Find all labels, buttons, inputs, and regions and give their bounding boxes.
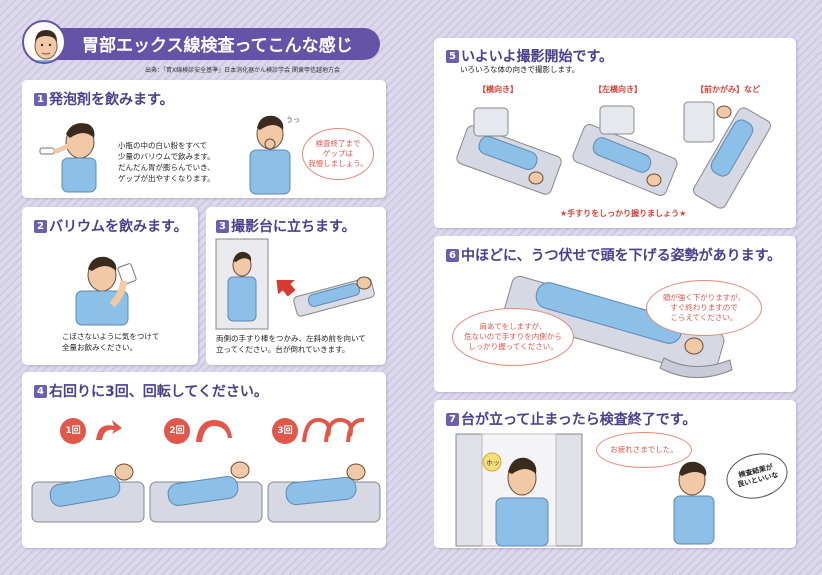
- step2-description: こぼさないように気をつけて 全量お飲みください。: [62, 332, 160, 352]
- step-title-text: 発泡剤を飲みます。: [49, 92, 174, 108]
- bending-forward-position-illustration: [683, 101, 771, 209]
- rotation-count-badge: 1回: [60, 418, 86, 444]
- step-number: 1: [34, 92, 47, 106]
- svg-text:うっ: うっ: [286, 116, 300, 124]
- man-holding-burp-illustration: うっ: [249, 115, 300, 195]
- man-face-icon: [34, 30, 58, 62]
- step3-card: 3 撮影台に立ちます。 両側の手すり棒をつかみ、左斜め前を向いて 立ってください…: [206, 207, 386, 365]
- patient-on-table-illustration: [267, 463, 381, 523]
- step6-right-bubble: 頭が強く下がりますが、 すぐ終わりますので こらえてください。: [646, 280, 762, 336]
- step3-title: 3 撮影台に立ちます。: [216, 216, 356, 236]
- step-title-text: 中ほどに、うつ伏せで頭を下げる姿勢があります。: [461, 248, 782, 264]
- man-drinking-powder-illustration: [39, 123, 97, 193]
- step-title-text: 右回りに3回、回転してください。: [49, 384, 268, 400]
- step-title-text: バリウムを飲みます。: [49, 219, 188, 235]
- step-number: 4: [34, 384, 47, 398]
- man-at-door-illustration: ホッ: [455, 433, 583, 547]
- svg-text:ホッ: ホッ: [486, 459, 500, 467]
- rotation-arrow-icon: [196, 420, 232, 442]
- step4-card: 4 右回りに3回、回転してください。 1回 2回 3回: [22, 372, 386, 548]
- header-banner: 胃部エックス線検査ってこんな感じ: [22, 20, 382, 68]
- rotation-arrow-icon: [96, 420, 122, 440]
- step6-title: 6 中ほどに、うつ伏せで頭を下げる姿勢があります。: [446, 245, 781, 265]
- step7-card: 7 台が立って止まったら検査終了です。 ホッ お疲れさまでした。 検査結果が 良…: [434, 400, 796, 548]
- header-title-bar: [40, 28, 380, 60]
- step-number: 3: [216, 219, 229, 233]
- step1-title: 1 発泡剤を飲みます。: [34, 89, 174, 109]
- step-title-text: 台が立って止まったら検査終了です。: [461, 412, 697, 428]
- source-note: 出典：「胃X線検診安全基準」日本消化器がん検診学会 関東甲信越地方会: [145, 67, 341, 74]
- step2-card: 2 バリウムを飲みます。 こぼさないように気をつけて 全量お飲みください。: [22, 207, 198, 365]
- handrail-note: ★手すりをしっかり握りましょう★: [560, 209, 687, 218]
- left-side-position-illustration: [572, 105, 678, 196]
- step4-title: 4 右回りに3回、回転してください。: [34, 381, 268, 401]
- step-number: 7: [446, 412, 459, 426]
- step-title-text: 撮影台に立ちます。: [231, 219, 356, 235]
- page-title: 胃部エックス線検査ってこんな感じ: [82, 36, 353, 56]
- step5-title: 5 いよいよ撮影開始です。: [446, 46, 613, 66]
- rotation-2: 2回: [149, 412, 263, 542]
- position-label: 【左横向き】: [594, 85, 642, 94]
- step2-title: 2 バリウムを飲みます。: [34, 216, 188, 236]
- step3-description: 両側の手すり棒をつかみ、左斜め前を向いて 立ってください。台が倒れていきます。: [216, 334, 366, 354]
- man-drinking-barium-illustration: [75, 256, 137, 326]
- rotation-count-badge: 2回: [164, 418, 190, 444]
- step1-card: 1 発泡剤を飲みます。 小瓶の中の白い粉をすべて 少量のバリウムで飲みます。 だ…: [22, 80, 386, 198]
- rotation-arrow-icon: [302, 417, 365, 443]
- step-title-text: いよいよ撮影開始です。: [461, 49, 614, 65]
- patient-on-table-illustration: [31, 463, 145, 523]
- position-label: 【前かがみ】など: [696, 85, 760, 94]
- rotation-1: 1回: [31, 412, 145, 542]
- step7-title: 7 台が立って止まったら検査終了です。: [446, 409, 696, 429]
- step-number: 6: [446, 248, 459, 262]
- step1-description: 小瓶の中の白い粉をすべて 少量のバリウムで飲みます。 だんだん胃が膨らんでいき、…: [118, 141, 215, 183]
- step7-speech-bubble: お疲れさまでした。: [596, 432, 692, 468]
- side-position-illustration: [456, 107, 562, 195]
- step6-card: 6 中ほどに、うつ伏せで頭を下げる姿勢があります。 肩あてをしますが、 危ないの…: [434, 236, 796, 392]
- man-thinking-illustration: [673, 461, 715, 545]
- step1-speech-bubble: 検査終了まで ゲップは 我慢しましょう。: [302, 128, 374, 180]
- step6-left-bubble: 肩あてをしますが、 危ないので手すりを内側から しっかり握ってください。: [452, 308, 574, 366]
- rotation-3: 3回: [267, 412, 381, 542]
- header-avatar: [22, 20, 66, 64]
- position-label: 【横向き】: [478, 85, 518, 94]
- patient-on-table-illustration: [149, 461, 263, 523]
- thought-text: 検査結果が 良いといいな: [736, 463, 780, 489]
- man-standing-at-table-illustration: [215, 238, 375, 330]
- step-number: 2: [34, 219, 47, 233]
- thought-bubble: 検査結果が 良いといいな: [721, 447, 793, 505]
- head-down-position-illustration: [503, 275, 733, 379]
- step-number: 5: [446, 49, 459, 63]
- step5-subtitle: いろいろな体の向きで撮影します。: [460, 65, 580, 74]
- rotation-count-badge: 3回: [272, 418, 298, 444]
- step5-card: 5 いよいよ撮影開始です。 いろいろな体の向きで撮影します。 【横向き】 【左横…: [434, 38, 796, 228]
